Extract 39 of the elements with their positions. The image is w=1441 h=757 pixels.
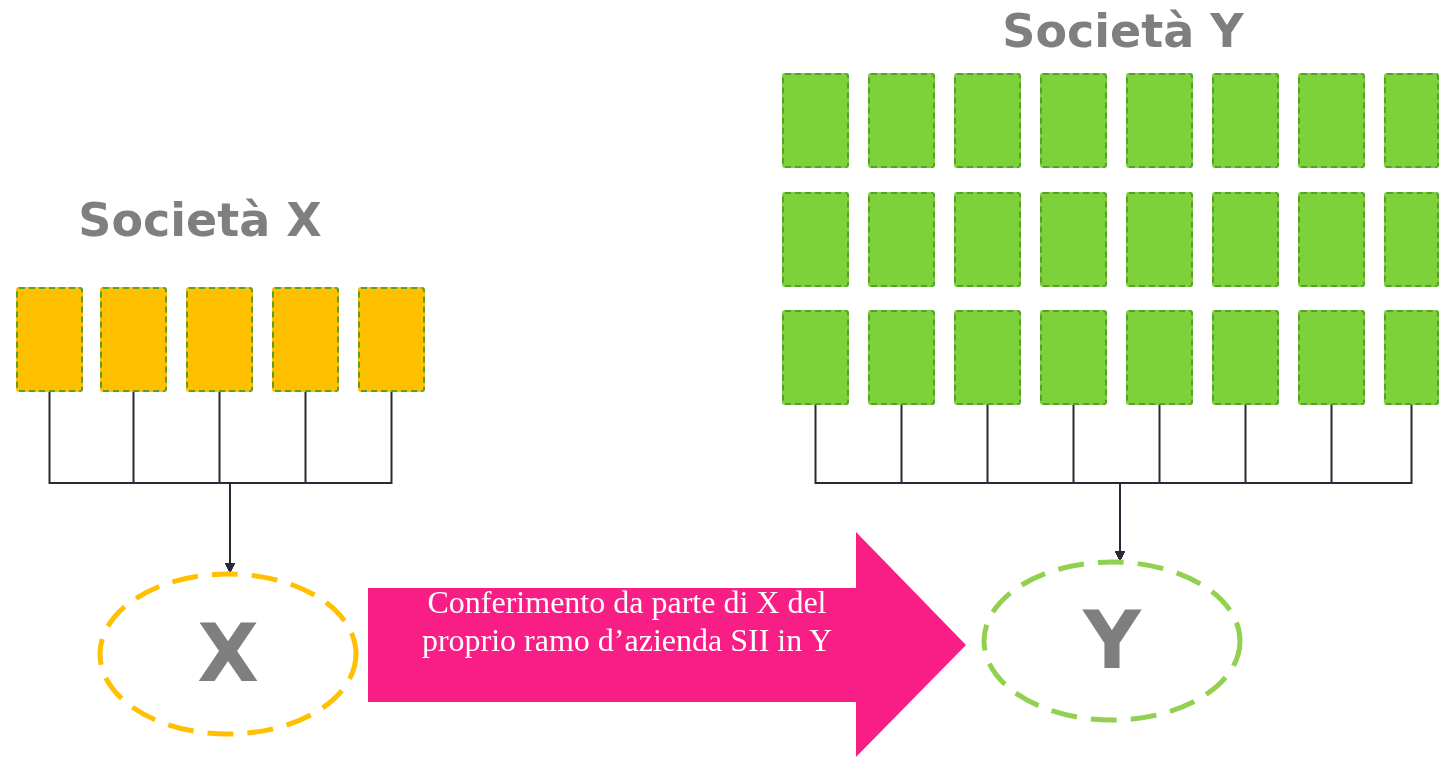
dashed-box [954,310,1021,405]
dashed-box [782,310,849,405]
dashed-box [1040,73,1107,168]
connector-arrow [1115,404,1413,562]
dashed-box [868,192,935,287]
group-title: Società X [78,193,322,247]
dashed-ellipse [98,572,358,736]
block-arrow [368,532,966,757]
dashed-box [100,287,167,392]
dashed-box [1040,310,1107,405]
connector-arrow [225,391,393,574]
dashed-box [1212,73,1279,168]
dashed-box [16,287,83,392]
dashed-box [1298,310,1365,405]
dashed-box [272,287,339,392]
dashed-ellipse [982,560,1242,722]
dashed-box [1384,73,1439,168]
dashed-box [1384,192,1439,287]
dashed-box [1212,192,1279,287]
dashed-box [954,73,1021,168]
dashed-box [782,73,849,168]
dashed-box [1126,73,1193,168]
dashed-box [954,192,1021,287]
dashed-box [1126,192,1193,287]
dashed-box [186,287,253,392]
group-title: Società Y [1002,4,1244,58]
dashed-box [1298,192,1365,287]
dashed-box [782,192,849,287]
dashed-box [1384,310,1439,405]
dashed-box [1126,310,1193,405]
dashed-box [868,73,935,168]
dashed-box [1212,310,1279,405]
dashed-box [868,310,935,405]
node-label: X [197,614,259,694]
dashed-box [1040,192,1107,287]
node-label: Y [1083,601,1141,681]
dashed-box [1298,73,1365,168]
dashed-box [358,287,425,392]
edge-label: Conferimento da parte di X del proprio ramo d’azienda SII in Y [420,583,834,659]
